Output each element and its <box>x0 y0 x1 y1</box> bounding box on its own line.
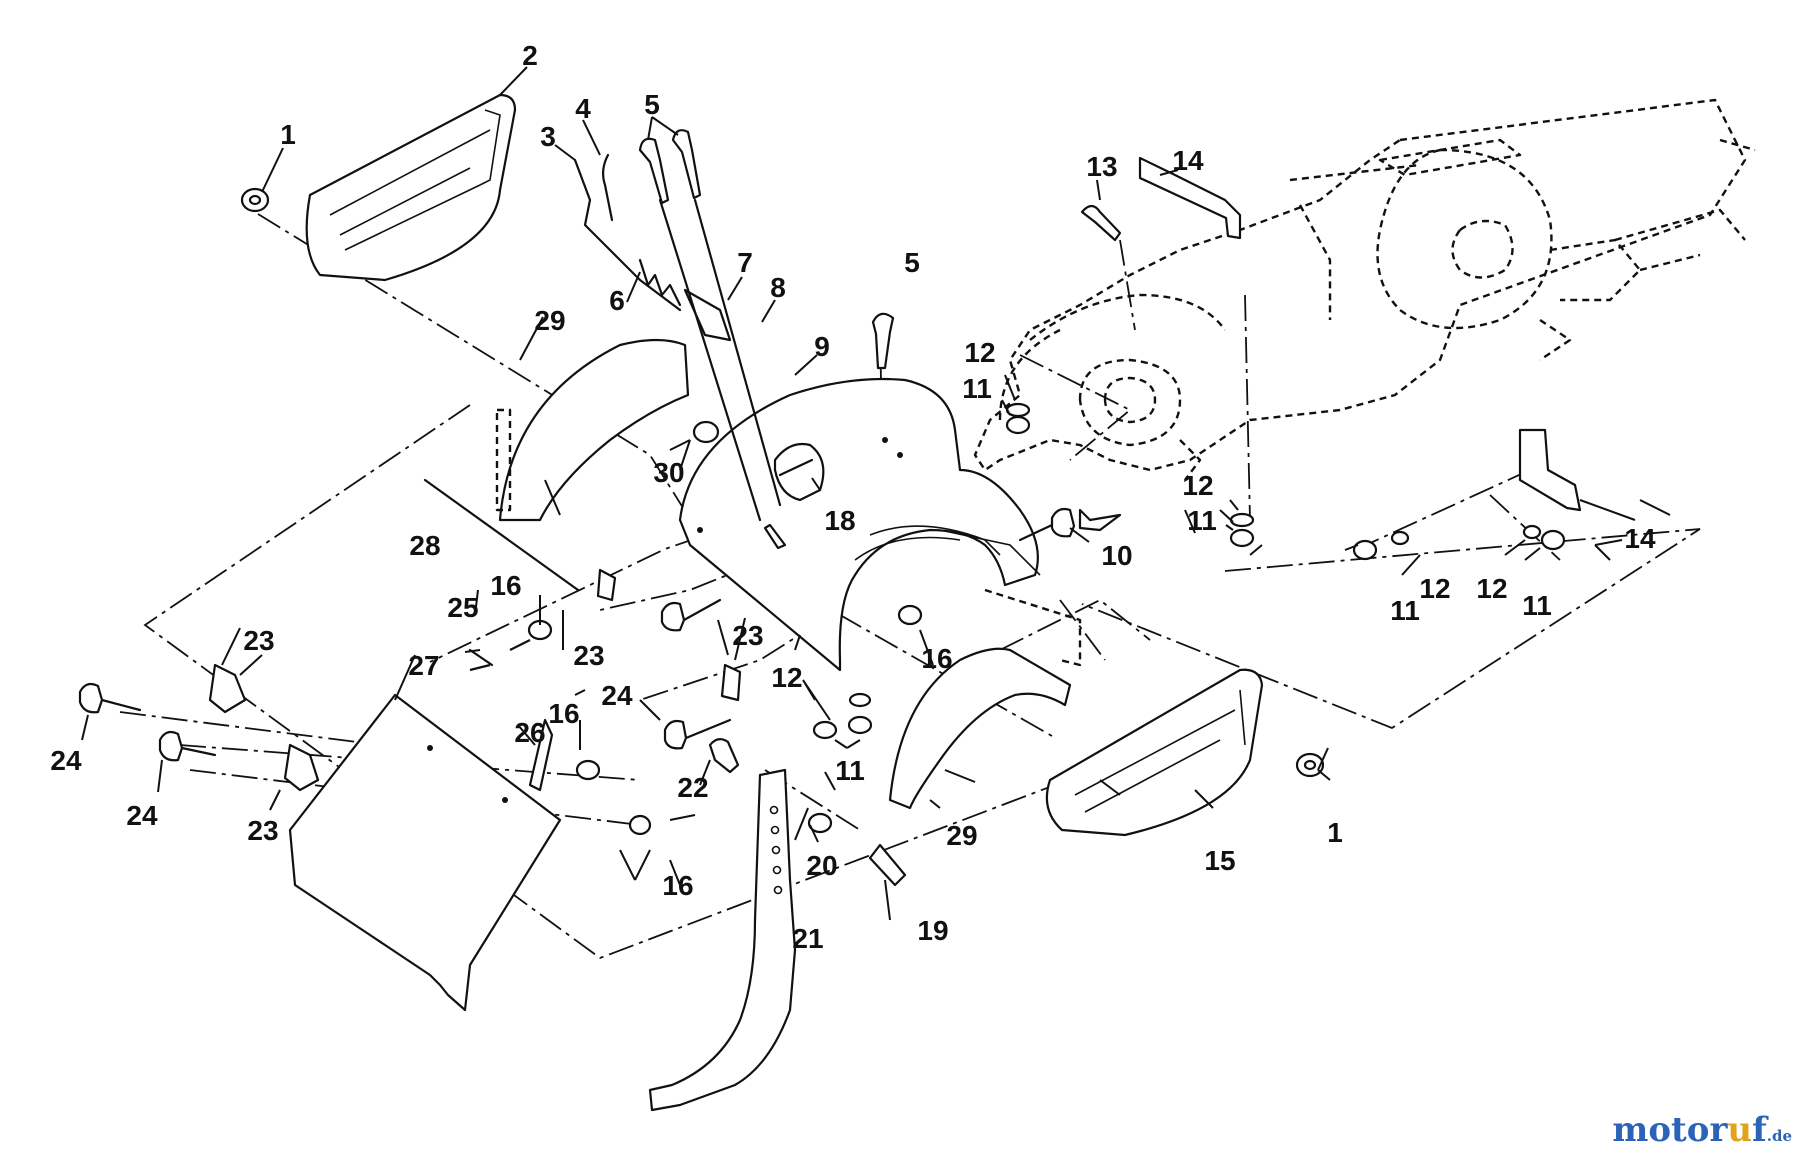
callout-20: 20 <box>806 850 837 881</box>
callout-26: 26 <box>514 717 545 748</box>
callout-30: 30 <box>653 457 684 488</box>
callout-19: 19 <box>917 915 948 946</box>
callout-11e: 11 <box>835 755 865 786</box>
callout-14b: 14 <box>1624 523 1656 554</box>
callout-16d: 16 <box>662 870 693 901</box>
drag-bar-plate <box>288 693 562 1012</box>
callout-23d: 23 <box>247 815 278 846</box>
callout-12e: 12 <box>771 662 802 693</box>
callout-2: 2 <box>522 40 538 71</box>
callout-5a: 5 <box>644 89 660 120</box>
callout-23c: 23 <box>732 620 763 651</box>
callout-8: 8 <box>770 272 786 303</box>
callout-12d: 12 <box>1476 573 1507 604</box>
callout-16c: 16 <box>548 698 579 729</box>
callout-9: 9 <box>814 331 830 362</box>
side-shield-right <box>1045 668 1264 837</box>
callout-24c: 24 <box>601 680 633 711</box>
site-watermark: motoruf.de <box>1612 1110 1792 1150</box>
watermark-brand: motoruf <box>1612 1110 1767 1150</box>
tine-shield <box>678 377 1041 672</box>
leader-lines <box>81 66 1671 921</box>
side-shield-left <box>305 93 517 282</box>
callout-12b: 12 <box>1182 470 1213 501</box>
depth-bar <box>648 768 797 1112</box>
callout-25: 25 <box>447 592 478 623</box>
callout-28: 28 <box>409 530 440 561</box>
callout-11d: 11 <box>1522 590 1552 621</box>
callout-22: 22 <box>677 772 708 803</box>
callout-6: 6 <box>609 285 625 316</box>
callout-3: 3 <box>540 121 556 152</box>
callout-11a: 11 <box>962 373 992 404</box>
callout-23b: 23 <box>573 640 604 671</box>
callout-10: 10 <box>1101 540 1132 571</box>
callout-12c: 12 <box>1419 573 1450 604</box>
watermark-tld: .de <box>1766 1127 1792 1145</box>
callout-7: 7 <box>737 247 753 278</box>
callout-24a: 24 <box>50 745 82 776</box>
callout-11b: 11 <box>1187 505 1217 536</box>
callout-24b: 24 <box>126 800 158 831</box>
callout-23a: 23 <box>243 625 274 656</box>
callout-12a: 12 <box>964 337 995 368</box>
callout-18: 18 <box>824 505 855 536</box>
spring-assembly <box>573 153 732 342</box>
callout-21: 21 <box>792 923 823 954</box>
callout-1a: 1 <box>280 119 296 150</box>
callout-5b: 5 <box>904 247 920 278</box>
callout-4: 4 <box>575 93 591 124</box>
rod <box>423 478 580 592</box>
callout-16b: 16 <box>921 643 952 674</box>
hardware <box>78 156 1582 887</box>
deflector-left <box>495 338 690 522</box>
callout-13: 13 <box>1086 151 1117 182</box>
callout-15: 15 <box>1204 845 1235 876</box>
callout-29a: 29 <box>534 305 565 336</box>
callout-14a: 14 <box>1172 145 1204 176</box>
callout-16a: 16 <box>490 570 521 601</box>
transmission-housing <box>973 98 1756 481</box>
latch-plate <box>763 442 825 550</box>
callout-29b: 29 <box>946 820 977 851</box>
callout-1b: 1 <box>1327 817 1343 848</box>
callout-11c: 11 <box>1390 595 1420 626</box>
callout-labels: 1 2 3 4 5 5 6 7 8 9 10 11 11 11 11 11 12… <box>50 40 1656 954</box>
deflector-right <box>888 588 1082 810</box>
callout-27: 27 <box>408 650 439 681</box>
carriage-bolts <box>638 129 895 522</box>
